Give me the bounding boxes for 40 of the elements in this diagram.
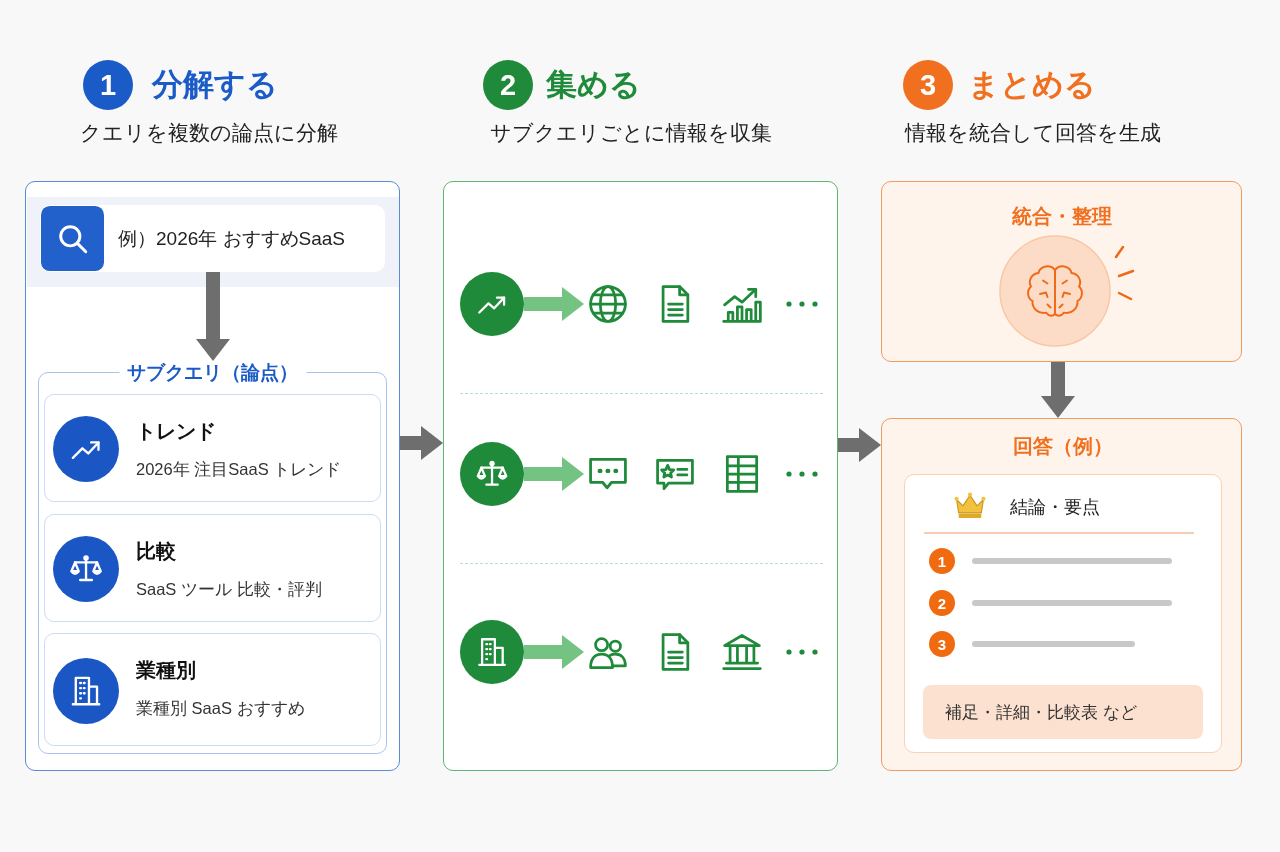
number-badge: 1 — [929, 548, 955, 574]
card-title: トレンド — [136, 418, 216, 444]
search-bar — [40, 205, 385, 272]
heading: 集める — [546, 65, 641, 104]
arrow — [524, 635, 584, 669]
answer-card — [904, 474, 1222, 753]
number-badge: 3 — [903, 60, 953, 110]
heading: まとめる — [968, 65, 1096, 104]
number-badge: 1 — [83, 60, 133, 110]
scales-icon — [460, 442, 524, 506]
note-box: 補足・詳細・比較表 など — [923, 685, 1203, 739]
heading: 分解する — [152, 65, 278, 104]
building-icon — [460, 620, 524, 684]
card-text: 業種別 SaaS おすすめ — [136, 697, 305, 719]
query-text: 例）2026年 おすすめSaaS — [118, 226, 346, 251]
arrow — [196, 272, 230, 361]
number-badge: 3 — [929, 631, 955, 657]
number-badge: 2 — [929, 590, 955, 616]
arrow — [524, 287, 584, 321]
card-title: 比較 — [136, 538, 176, 564]
answer-panel — [881, 418, 1242, 771]
panel-title: 回答（例） — [1012, 433, 1113, 459]
trend-up-icon — [460, 272, 524, 336]
arrow — [400, 426, 443, 460]
subtitle: 情報を統合して回答を生成 — [905, 119, 1161, 146]
arrow — [524, 457, 584, 491]
subtitle: クエリを複数の論点に分解 — [80, 119, 338, 146]
subquery-card — [44, 394, 381, 502]
card-text: SaaS ツール 比較・評判 — [136, 578, 322, 600]
panel-title: 統合・整理 — [1011, 203, 1112, 229]
card-title: 業種別 — [136, 657, 196, 683]
arrow — [838, 428, 881, 462]
subtitle: サブクエリごとに情報を収集 — [490, 119, 772, 146]
arrow — [1041, 362, 1075, 418]
group-title: サブクエリ（論点） — [119, 361, 306, 385]
card-text: 2026年 注目SaaS トレンド — [136, 458, 342, 480]
card-heading: 結論・要点 — [1010, 495, 1100, 519]
subquery-card — [44, 633, 381, 746]
number-badge: 2 — [483, 60, 533, 110]
subquery-card — [44, 514, 381, 622]
